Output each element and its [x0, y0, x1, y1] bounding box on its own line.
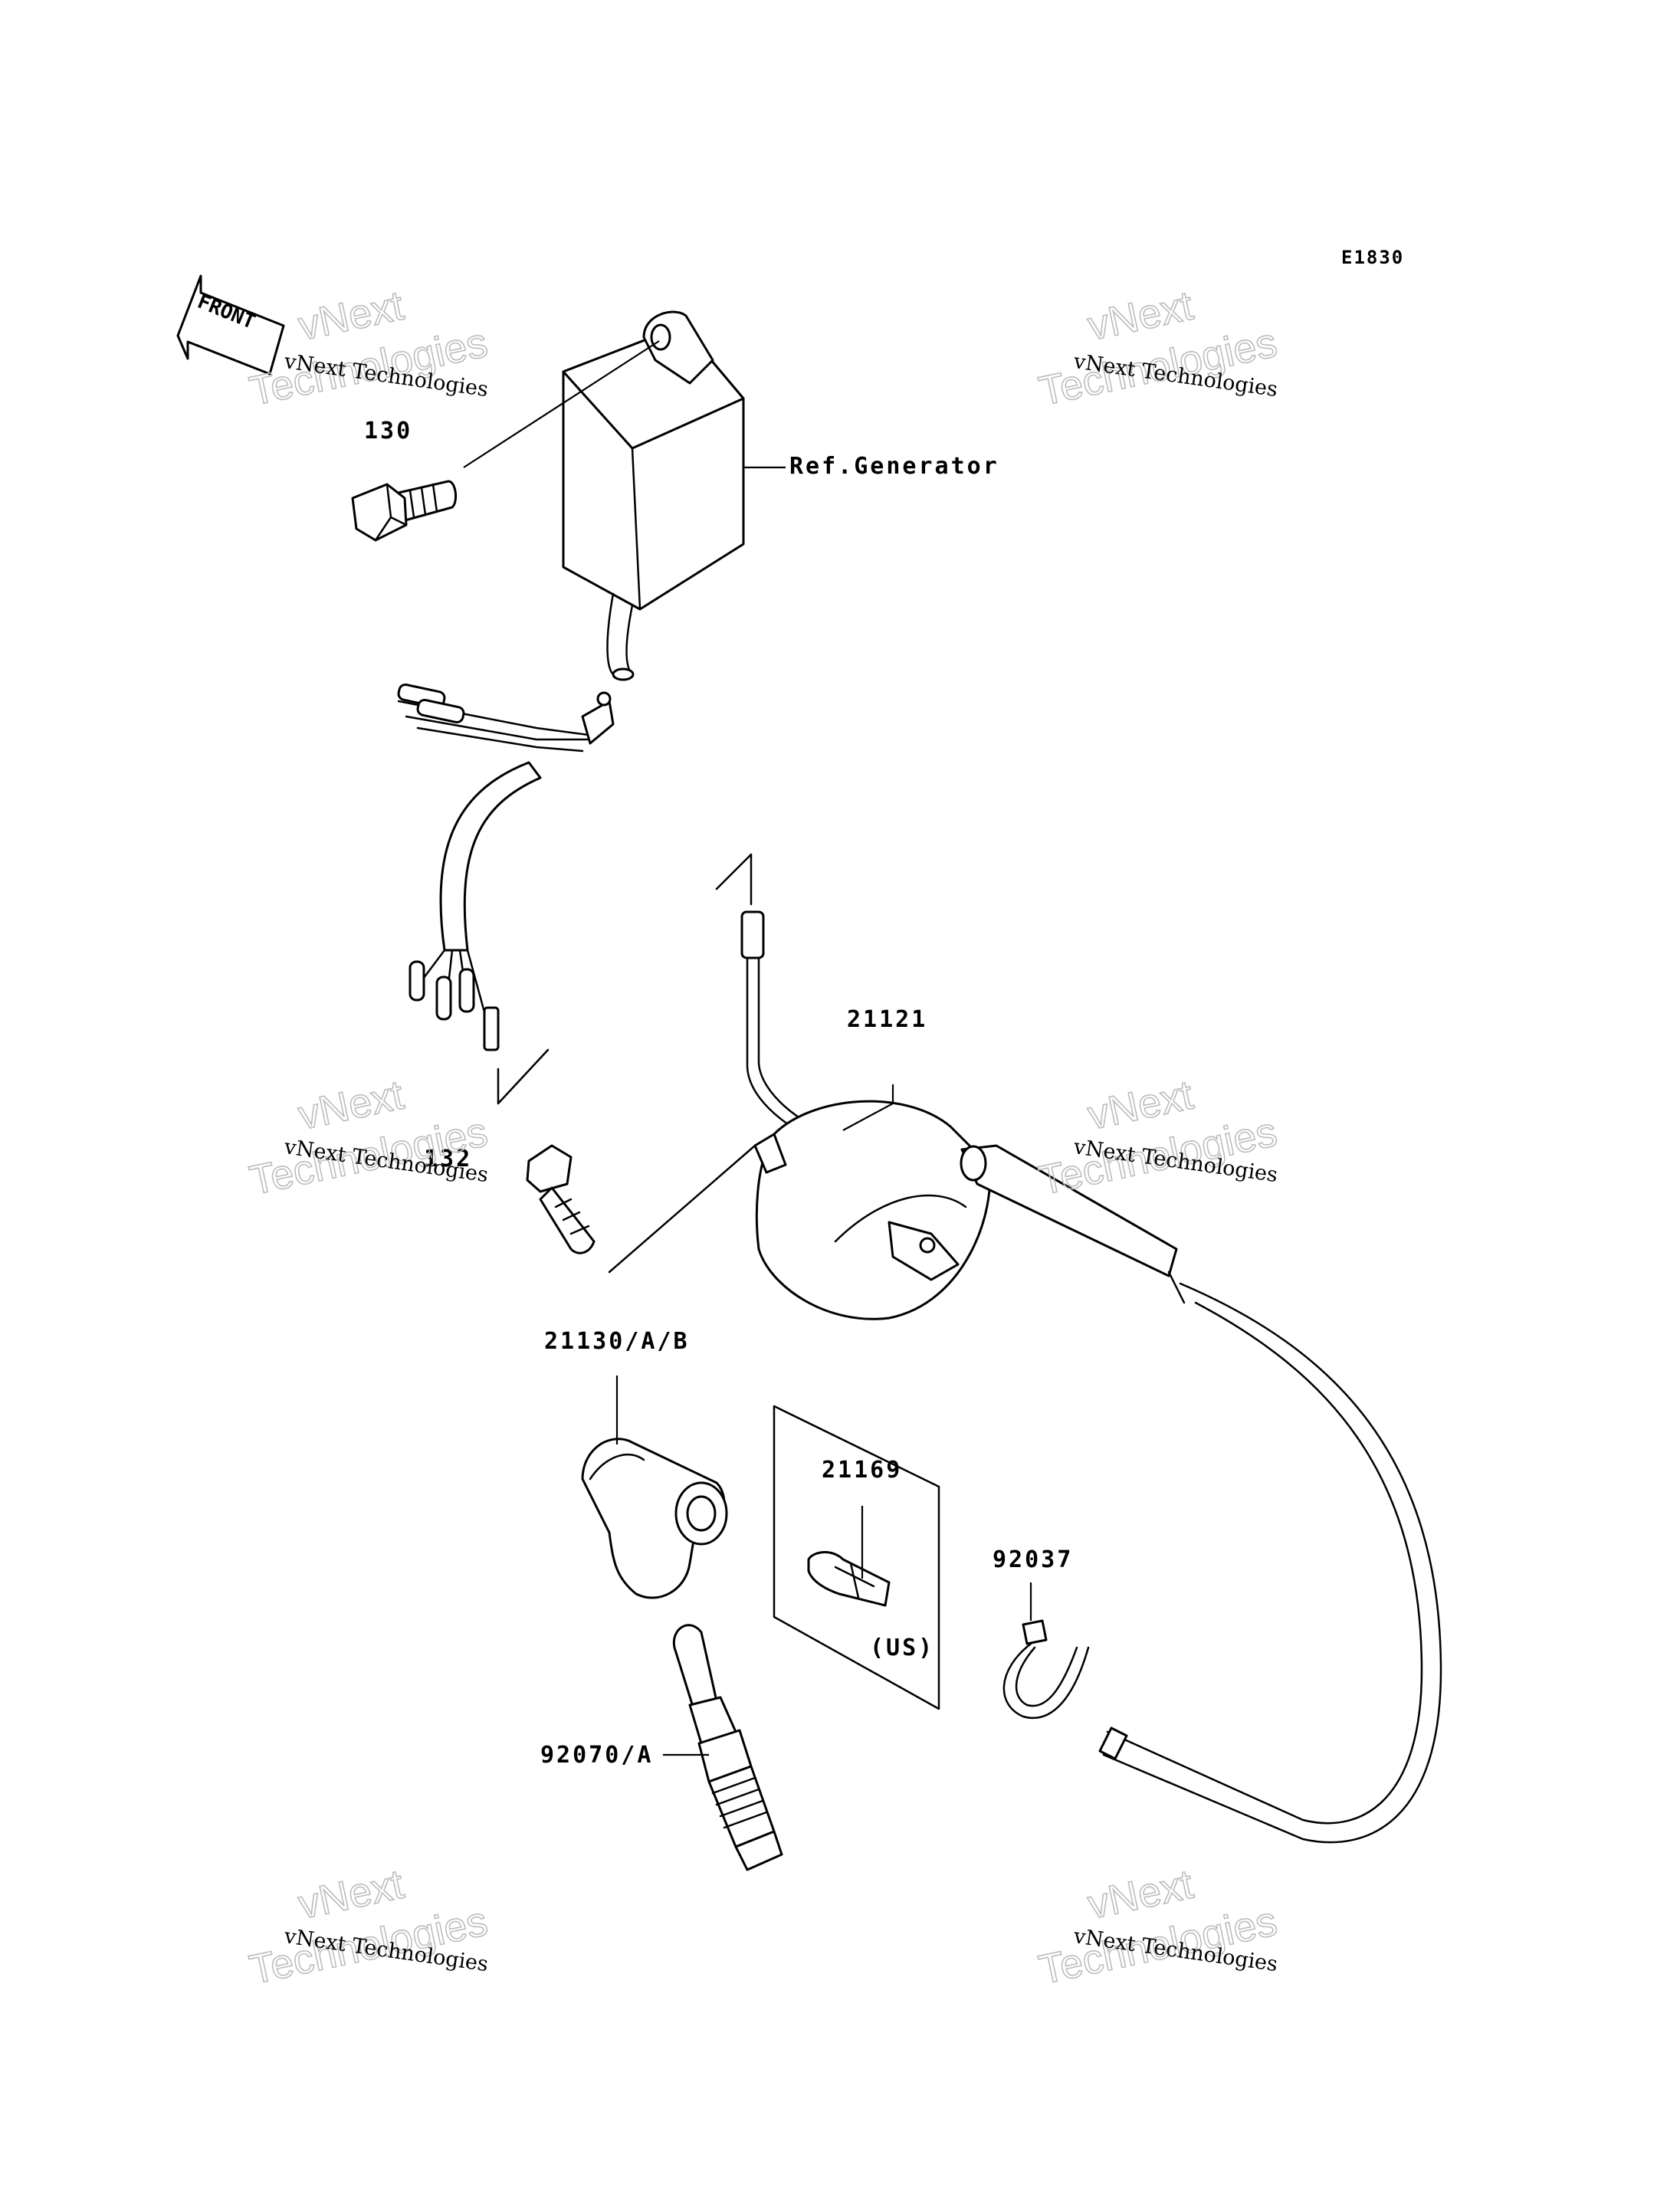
wire-harness	[397, 683, 615, 1105]
callout-92037: 92037	[993, 1546, 1073, 1573]
ht-lead	[1098, 1271, 1442, 1844]
callout-132: 132	[424, 1146, 472, 1172]
ref-generator-box	[463, 310, 786, 681]
band-92037	[1002, 1582, 1090, 1720]
callout-21121: 21121	[847, 1006, 927, 1033]
front-arrow-icon: FRONT	[176, 274, 285, 375]
callout-21130: 21130/A/B	[544, 1328, 690, 1355]
callout-130: 130	[364, 418, 412, 444]
callout-21169: 21169	[822, 1457, 902, 1484]
bolt-130	[351, 480, 458, 542]
clip-panel	[773, 1405, 940, 1710]
spark-plug	[663, 1624, 783, 1871]
callout-us-note: (US)	[870, 1635, 934, 1661]
callout-ref-generator: Ref.Generator	[789, 453, 999, 480]
bolt-132	[526, 1144, 596, 1254]
diagram-code: E1830	[1341, 247, 1404, 268]
ignition-coil	[740, 910, 1178, 1320]
break-line-top	[715, 853, 753, 906]
plug-cap	[581, 1376, 728, 1599]
callout-92070: 92070/A	[540, 1742, 653, 1769]
break-line-bottom	[608, 1144, 756, 1274]
